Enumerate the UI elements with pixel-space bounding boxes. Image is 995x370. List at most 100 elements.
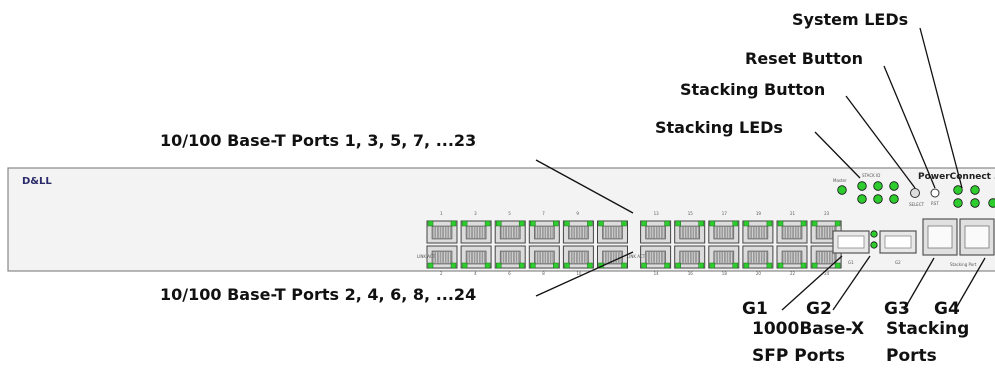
port-led-link [564,220,570,227]
select-label: SELECT [909,202,925,207]
port-number-bottom: 2 [440,271,443,276]
port-led-link [641,220,647,227]
sfp-port-g1-cage [837,235,865,249]
callout-reset-button: Reset Button [745,49,864,68]
port-led-link [743,220,750,227]
port-led-act [732,262,739,269]
port-number-bottom: 16 [688,271,694,276]
port-number-bottom: 22 [790,271,796,276]
port-led-act [587,220,593,227]
stacking-port-g4-jack [964,225,990,249]
port-led-act [698,262,704,269]
rj45-port-5[interactable] [494,220,526,244]
rj45-port-12[interactable] [597,245,628,269]
rj45-port-13[interactable] [640,220,672,244]
rj45-port-1[interactable] [426,220,458,244]
port-number-top: 21 [790,211,796,216]
rj45-port-3[interactable] [460,220,492,244]
port-led-act [834,220,841,227]
port-led-link [811,262,818,269]
rj45-port-16[interactable] [674,245,706,269]
port-led-act [587,262,593,269]
port-number-top: 3 [474,211,477,216]
port-led-act [450,220,457,227]
port-led-link [461,262,468,269]
stacking-led-cluster [837,181,899,204]
rj45-port-8[interactable] [528,245,560,269]
leader-stacking-button [845,95,916,189]
system-led-2 [970,185,980,195]
dell-logo: D&LL [22,176,52,187]
port-led-act [664,220,670,227]
port-number-bottom: 4 [474,271,477,276]
stack-id-led-3 [889,181,899,191]
port-led-link [811,220,818,227]
port-number-top: 5 [508,211,511,216]
stacking-button[interactable] [910,188,920,198]
rj45-port-6[interactable] [494,245,526,269]
label-g1: G1 [742,299,768,319]
port-led-link [743,262,750,269]
link-act-left: LINK ACT [417,254,436,259]
group-label-sfp-line2: SFP Ports [752,346,846,366]
leader-system-leds [919,27,963,189]
stack-id-led-4 [857,194,867,204]
port-led-link [709,262,716,269]
master-led [837,185,847,195]
stack-id-led-1 [857,181,867,191]
port-number-top: 19 [756,211,762,216]
port-led-link [530,262,536,269]
callout-ports-even: 10/100 Base-T Ports 2, 4, 6, 8, ...24 [160,285,477,304]
port-number-top: 13 [654,211,660,216]
port-led-act [732,220,739,227]
rj45-port-14[interactable] [640,245,672,269]
rj45-port-18[interactable] [708,245,740,269]
port-led-link [427,262,434,269]
group-label-stacking-line2: Ports [886,346,937,366]
rj45-port-20[interactable] [742,245,774,269]
rj45-port-17[interactable] [708,220,740,244]
rj45-port-22[interactable] [776,245,808,269]
port-led-link [675,220,681,227]
leader-g2 [832,255,871,311]
port-number-bottom: 14 [654,271,660,276]
port-led-act [484,262,491,269]
rj45-port-11[interactable] [597,220,628,244]
port-led-act [553,262,559,269]
group-label-stacking-line1: Stacking [886,319,970,339]
port-led-link [675,262,681,269]
leader-ports-odd [535,159,634,214]
rj45-port-7[interactable] [528,220,560,244]
port-led-act [484,220,491,227]
sfp-port-g2-cage [884,235,912,249]
rj45-port-10[interactable] [562,245,594,269]
system-led-cluster [953,185,995,208]
stack-id-led-5 [873,194,883,204]
port-led-act [450,262,457,269]
port-number-bottom: 8 [542,271,545,276]
rj45-port-2[interactable] [426,245,458,269]
rst-label: RST [931,201,939,206]
rj45-port-19[interactable] [742,220,774,244]
leader-ports-even [535,251,634,297]
reset-button[interactable] [930,188,940,198]
label-g3: G3 [884,299,910,319]
rj45-port-21[interactable] [776,220,808,244]
port-number-bottom: 10 [576,271,582,276]
system-led-4 [970,198,980,208]
port-led-link [777,220,784,227]
rj45-port-4[interactable] [460,245,492,269]
sfp-led-g2 [870,241,878,249]
rj45-port-15[interactable] [674,220,706,244]
leader-g1 [781,255,843,311]
port-led-link [564,262,570,269]
port-led-act [834,262,841,269]
label-g2: G2 [806,299,832,319]
group-label-stacking: Stacking Ports [886,316,969,370]
port-led-act [766,262,773,269]
stacking-port-g3-jack [927,225,953,249]
rj45-port-9[interactable] [562,220,594,244]
port-led-link [598,220,604,227]
